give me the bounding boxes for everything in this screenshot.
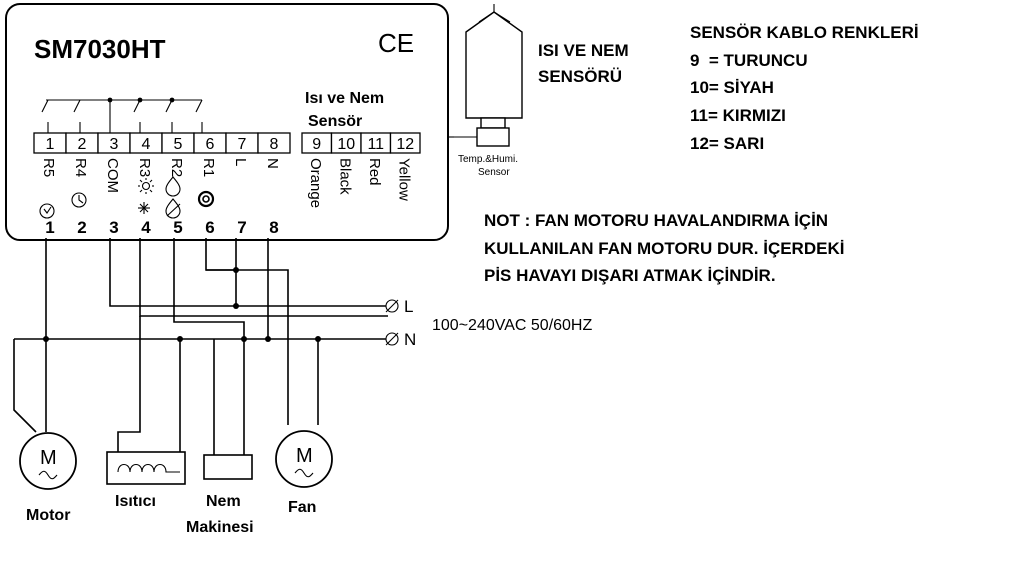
relay-icons xyxy=(39,176,215,219)
terminal-number: 7 xyxy=(238,136,247,153)
terminal-bottom-number: 3 xyxy=(109,218,118,237)
terminal-number: 3 xyxy=(110,136,119,153)
terminal-number: 8 xyxy=(270,136,279,153)
motor-symbol-letter: M xyxy=(40,447,57,469)
heater-symbol xyxy=(106,451,186,485)
power-spec: 100~240VAC 50/60HZ xyxy=(432,317,592,334)
heater-label: Isıtıcı xyxy=(115,493,156,510)
terminal-code: R1 xyxy=(200,158,217,177)
humidifier-label-line1: Nem xyxy=(206,493,241,510)
timer-icon xyxy=(39,203,55,219)
terminal-code: N xyxy=(264,158,281,169)
droplet-icon xyxy=(165,176,181,197)
terminal-bottom-number: 8 xyxy=(269,218,278,237)
terminal-bottom-number: 5 xyxy=(173,218,182,237)
cable-legend-row: 9 = TURUNCU xyxy=(690,51,808,70)
relay-contacts xyxy=(41,97,203,133)
note-line: NOT : FAN MOTORU HAVALANDIRMA İÇİN xyxy=(484,211,828,230)
ce-mark: CE xyxy=(378,28,414,58)
terminal-bottom-number: 4 xyxy=(141,218,151,237)
sensor-wire-color: Yellow xyxy=(395,158,412,201)
terminal-code: R5 xyxy=(40,158,57,177)
cable-legend-title: SENSÖR KABLO RENKLERİ xyxy=(690,23,919,42)
sensor-title-line2: SENSÖRÜ xyxy=(538,67,622,86)
terminal-number: 6 xyxy=(206,136,215,153)
sensor-device-label-line2: Sensor xyxy=(478,167,510,178)
terminal-number: 5 xyxy=(174,136,183,153)
fan-label: Fan xyxy=(288,499,316,516)
sensor-wire-color: Orange xyxy=(307,158,324,208)
motor-label: Motor xyxy=(26,507,70,524)
cable-legend-row: 11= KIRMIZI xyxy=(690,106,786,125)
terminal-bottom-number: 6 xyxy=(205,218,214,237)
terminal-number: 1 xyxy=(46,136,55,153)
sun-icon xyxy=(138,178,154,194)
terminal-code: R4 xyxy=(72,158,89,177)
sensor-terminal-number: 9 xyxy=(312,136,321,153)
terminal-number: 4 xyxy=(142,136,151,153)
motor-symbol: M xyxy=(19,432,77,490)
fan-icon xyxy=(197,190,215,208)
humidifier-label-line2: Makinesi xyxy=(186,519,254,536)
cable-legend-row: 10= SİYAH xyxy=(690,78,774,97)
cable-legend-row: 12= SARI xyxy=(690,134,764,153)
sensor-device-label-line1: Temp.&Humi. xyxy=(458,154,518,165)
humidifier-symbol xyxy=(203,454,253,480)
sensor-terminal-number: 11 xyxy=(367,136,384,153)
power-line-n: N xyxy=(404,330,416,349)
sensor-wire-color: Red xyxy=(366,158,383,186)
model-name: SM7030HT xyxy=(34,34,166,64)
sensor-header-line1: Isı ve Nem xyxy=(305,90,384,107)
sensor-terminal-number: 10 xyxy=(337,136,355,153)
note-block: NOT : FAN MOTORU HAVALANDIRMA İÇİN KULLA… xyxy=(484,211,844,285)
sensor-header-line2: Sensör xyxy=(308,113,362,130)
terminal-bottom-number: 7 xyxy=(237,218,246,237)
timer-icon xyxy=(71,192,87,208)
terminal-bottom-number: 1 xyxy=(45,218,54,237)
note-line: PİS HAVAYI DIŞARI ATMAK İÇİNDİR. xyxy=(484,266,776,285)
terminal-cell xyxy=(257,132,291,154)
sensor-wire-color: Black xyxy=(336,158,353,195)
fan-motor-symbol: M xyxy=(275,430,333,488)
droplet-slash-icon xyxy=(165,198,181,219)
terminal-code: R2 xyxy=(168,158,185,177)
controller-housing xyxy=(5,3,449,241)
fan-symbol-letter: M xyxy=(296,445,313,467)
note-line: KULLANILAN FAN MOTORU DUR. İÇERDEKİ xyxy=(484,239,844,258)
sensor-device: Temp.&Humi. Sensor xyxy=(448,4,523,178)
sensor-terminal-number: 12 xyxy=(396,136,414,153)
power-line-l: L xyxy=(404,297,413,316)
terminal-number: 2 xyxy=(78,136,87,153)
terminal-code: L xyxy=(232,158,249,166)
cable-color-legend: SENSÖR KABLO RENKLERİ 9 = TURUNCU 10= Sİ… xyxy=(690,23,919,153)
external-wiring xyxy=(13,238,399,455)
terminal-code: COM xyxy=(104,158,121,193)
snowflake-icon xyxy=(138,202,150,214)
terminal-bottom-number: 2 xyxy=(77,218,86,237)
sensor-terminal-cell xyxy=(389,132,421,154)
sensor-title-line1: ISI VE NEM xyxy=(538,41,629,60)
terminal-code: R3 xyxy=(136,158,153,177)
